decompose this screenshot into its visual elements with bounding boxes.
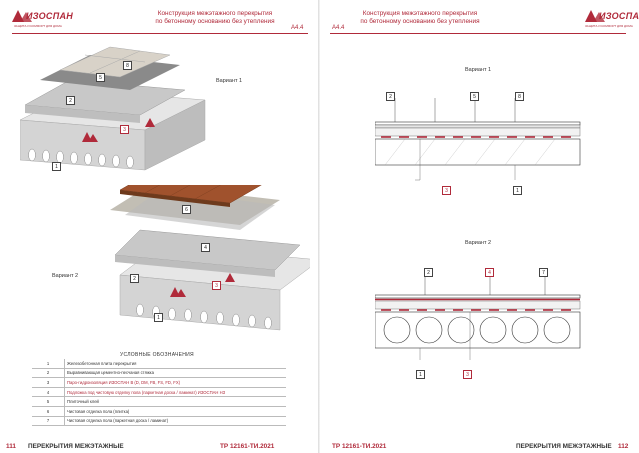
footer-section: ПЕРЕКРЫТИЯ МЕЖЭТАЖНЫЕ	[28, 443, 124, 450]
legend-text: Плиточный клей	[64, 396, 286, 407]
legend-text: Выравнивающая цементно-песчаная стяжка	[64, 368, 286, 379]
right-page: А4.4 Конструкция межэтажного перекрытия …	[320, 0, 639, 453]
v2-callout-1: 1	[154, 313, 163, 322]
variant2-label: Вариант 2	[52, 273, 79, 279]
sec1-callout-8: 8	[515, 92, 524, 101]
section-code: А4.4	[332, 25, 345, 31]
legend-number: 7	[32, 416, 65, 427]
sec2-callout-3: 3	[463, 370, 472, 379]
v2-callout-3: 3	[212, 281, 221, 290]
legend-number: 6	[32, 406, 65, 417]
header-divider	[330, 33, 626, 34]
section-code: А4.4	[291, 25, 304, 31]
logo-text: ИЗОСПАН	[26, 11, 74, 21]
header-divider	[12, 33, 308, 34]
page-number: 112	[618, 443, 629, 450]
right-footer: ТР 12161-ТИ.2021 ПЕРЕКРЫТИЯ МЕЖЭТАЖНЫЕ 1…	[320, 440, 639, 453]
footer-section: ПЕРЕКРЫТИЯ МЕЖЭТАЖНЫЕ	[516, 443, 612, 450]
page-title: Конструкция межэтажного перекрытия по бе…	[140, 10, 290, 26]
legend-number: 4	[32, 387, 65, 398]
variant2-isometric-diagram	[110, 185, 310, 331]
title-line-1: Конструкция межэтажного перекрытия	[157, 10, 273, 17]
variant1-label: Вариант 1	[216, 78, 243, 84]
variant2-section-drawing	[375, 270, 581, 360]
logo-mark-icon	[585, 10, 605, 22]
logo-mark-icon	[12, 10, 32, 22]
legend-text: Чистовая отделка пола (паркетная доска /…	[64, 416, 286, 427]
sec2-callout-4: 4	[485, 268, 494, 277]
v1-callout-2: 2	[66, 96, 75, 105]
title-line-2: по бетонному основанию без утепления	[155, 18, 275, 25]
legend-text: Паро-гидроизоляция ИЗОСПАН В (D, DM, FB,…	[64, 377, 286, 388]
legend-number: 3	[32, 377, 65, 388]
variant1-section-drawing	[375, 98, 581, 181]
legend-title: УСЛОВНЫЕ ОБОЗНАЧЕНИЯ	[120, 352, 194, 358]
legend-number: 5	[32, 396, 65, 407]
sec2-callout-2: 2	[424, 268, 433, 277]
variant2-label: Вариант 2	[465, 240, 492, 246]
v2-callout-6: 6	[182, 205, 191, 214]
logo-subtitle: ЗАЩИТА И КОМФОРТ ДЛЯ ДОМА	[14, 24, 62, 28]
v1-callout-8: 8	[123, 61, 132, 70]
left-footer: 111 ПЕРЕКРЫТИЯ МЕЖЭТАЖНЫЕ ТР 12161-ТИ.20…	[0, 440, 319, 453]
sec2-callout-7: 7	[539, 268, 548, 277]
title-line-2: по бетонному основанию без утепления	[360, 18, 480, 25]
v2-callout-4: 4	[201, 243, 210, 252]
left-page: ИЗОСПАН ЗАЩИТА И КОМФОРТ ДЛЯ ДОМА Констр…	[0, 0, 319, 453]
legend-text: Подложка под чистовую отделку пола (парк…	[64, 387, 286, 398]
brand-logo: ИЗОСПАН ЗАЩИТА И КОМФОРТ ДЛЯ ДОМА	[585, 8, 639, 28]
footer-doc-code: ТР 12161-ТИ.2021	[332, 443, 387, 450]
sec1-callout-5: 5	[470, 92, 479, 101]
sec1-callout-2: 2	[386, 92, 395, 101]
variant1-label: Вариант 1	[465, 67, 492, 73]
legend-text: Чистовая отделка пола (плитка)	[64, 406, 286, 417]
page-number: 111	[6, 443, 16, 450]
title-line-1: Конструкция межэтажного перекрытия	[362, 10, 478, 17]
v1-callout-3: 3	[120, 125, 129, 134]
sec1-callout-1: 1	[513, 186, 522, 195]
v1-callout-5: 5	[96, 73, 105, 82]
book-gutter	[318, 0, 321, 453]
variant1-isometric-diagram	[20, 46, 206, 171]
sec2-callout-1: 1	[416, 370, 425, 379]
logo-subtitle: ЗАЩИТА И КОМФОРТ ДЛЯ ДОМА	[585, 24, 633, 28]
v2-callout-2: 2	[130, 274, 139, 283]
v1-callout-1: 1	[52, 162, 61, 171]
legend-number: 1	[32, 359, 65, 369]
brand-logo: ИЗОСПАН ЗАЩИТА И КОМФОРТ ДЛЯ ДОМА	[12, 8, 73, 28]
footer-doc-code: ТР 12161-ТИ.2021	[220, 443, 275, 450]
sec1-callout-3: 3	[442, 186, 451, 195]
legend-number: 2	[32, 368, 65, 379]
page-title: Конструкция межэтажного перекрытия по бе…	[345, 10, 495, 26]
legend-text: Железобетонная плита перекрытия	[64, 359, 286, 369]
logo-text: ИЗОСПАН	[599, 11, 639, 21]
